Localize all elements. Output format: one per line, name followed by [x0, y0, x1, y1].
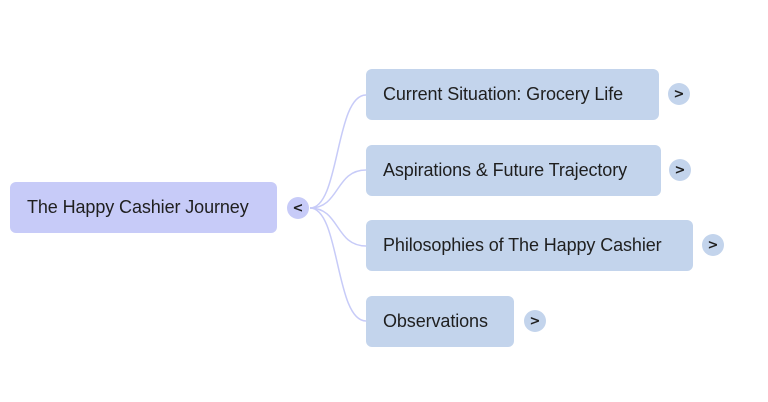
child-node-label: Aspirations & Future Trajectory [383, 160, 627, 180]
connector-to-current-situation [309, 94, 367, 209]
expand-philosophies-button[interactable]: > [702, 234, 724, 256]
root-node[interactable]: The Happy Cashier Journey [10, 182, 277, 233]
chevron-left-icon: < [292, 200, 304, 216]
expand-observations-button[interactable]: > [524, 310, 546, 332]
expand-aspirations-button[interactable]: > [669, 159, 691, 181]
root-node-label: The Happy Cashier Journey [27, 197, 249, 217]
chevron-right-icon: > [673, 86, 685, 102]
child-node-aspirations[interactable]: Aspirations & Future Trajectory [366, 145, 661, 196]
child-node-label: Current Situation: Grocery Life [383, 84, 624, 104]
collapse-root-button[interactable]: < [287, 197, 309, 219]
child-node-observations[interactable]: Observations [366, 296, 514, 347]
chevron-right-icon: > [674, 162, 686, 178]
child-node-current-situation[interactable]: Current Situation: Grocery Life [366, 69, 659, 120]
child-node-label: Observations [383, 311, 488, 331]
child-node-label: Philosophies of The Happy Cashier [383, 235, 662, 255]
connector-to-observations [309, 207, 367, 322]
chevron-right-icon: > [707, 237, 719, 253]
expand-current-situation-button[interactable]: > [668, 83, 690, 105]
child-node-philosophies[interactable]: Philosophies of The Happy Cashier [366, 220, 693, 271]
connector-to-aspirations [309, 169, 367, 209]
connector-to-philosophies [309, 207, 367, 247]
chevron-right-icon: > [529, 313, 541, 329]
